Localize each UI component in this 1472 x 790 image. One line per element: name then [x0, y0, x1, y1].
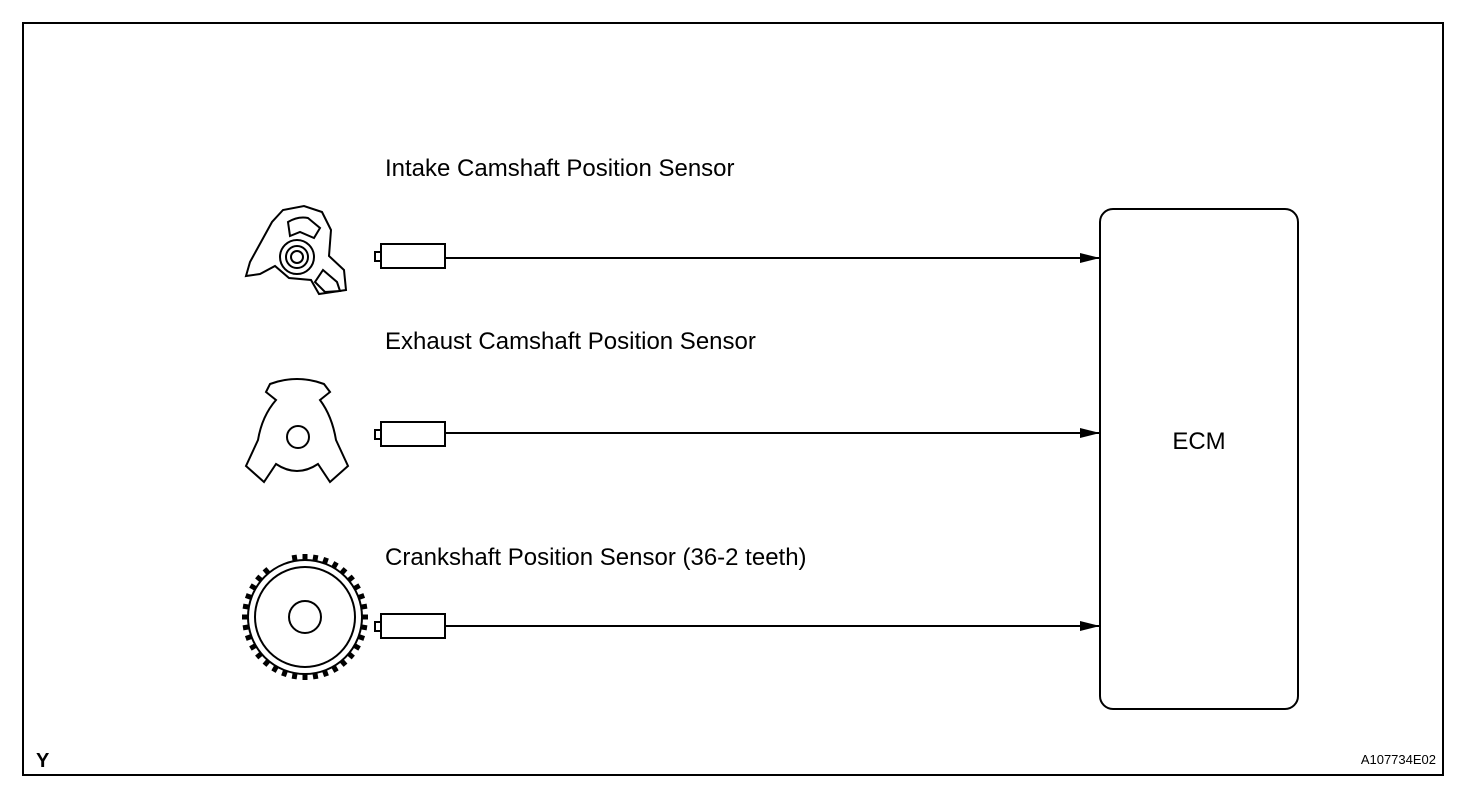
rotor-tooth: [262, 659, 271, 667]
rotor-tooth: [262, 567, 271, 575]
rotor-tooth: [357, 634, 366, 641]
rotor-tooth: [322, 669, 329, 678]
crankshaft-sensor-label: Crankshaft Position Sensor (36-2 teeth): [385, 544, 807, 571]
intake-camshaft-rotor-icon: [244, 204, 348, 296]
ecm-label: ECM: [1172, 428, 1226, 455]
rotor-tooth: [357, 593, 366, 600]
rotor-tooth: [360, 624, 368, 631]
rotor-tooth: [255, 651, 263, 660]
exhaust-sensor-connector: [374, 421, 446, 447]
rotor-tooth: [353, 643, 361, 651]
crankshaft-sensor-connector: [374, 613, 446, 639]
rotor-tooth: [331, 561, 339, 569]
rotor-tooth: [339, 659, 348, 667]
rotor-tooth: [339, 567, 348, 575]
exhaust-camshaft-rotor-icon: [244, 378, 350, 484]
rotor-tooth: [244, 593, 253, 600]
exhaust-sensor-label: Exhaust Camshaft Position Sensor: [385, 328, 756, 355]
rotor-tooth: [312, 554, 319, 562]
rotor-tooth: [322, 556, 329, 565]
intake-sensor-connector: [374, 243, 446, 269]
rotor-tooth: [291, 554, 298, 562]
rotor-tooth: [291, 672, 298, 680]
ecm-box: ECM: [1099, 208, 1299, 710]
rotor-tooth: [353, 583, 361, 591]
rotor-tooth: [255, 574, 263, 583]
rotor-tooth: [249, 643, 257, 651]
rotor-tooth: [249, 583, 257, 591]
corner-mark: Y: [36, 750, 50, 772]
rotor-tooth: [271, 665, 279, 673]
intake-sensor-label: Intake Camshaft Position Sensor: [385, 155, 735, 182]
diagram-frame: [22, 22, 1444, 776]
rotor-tooth: [312, 672, 319, 680]
rotor-tooth: [360, 603, 368, 610]
rotor-tooth: [242, 624, 250, 631]
crankshaft-toothed-rotor-icon: [242, 554, 368, 680]
rotor-tooth: [331, 665, 339, 673]
rotor-tooth: [347, 651, 355, 660]
rotor-tooth: [242, 603, 250, 610]
rotor-tooth: [347, 574, 355, 583]
figure-code: A107734E02: [1360, 752, 1436, 767]
rotor-tooth: [244, 634, 253, 641]
rotor-tooth: [281, 669, 288, 678]
